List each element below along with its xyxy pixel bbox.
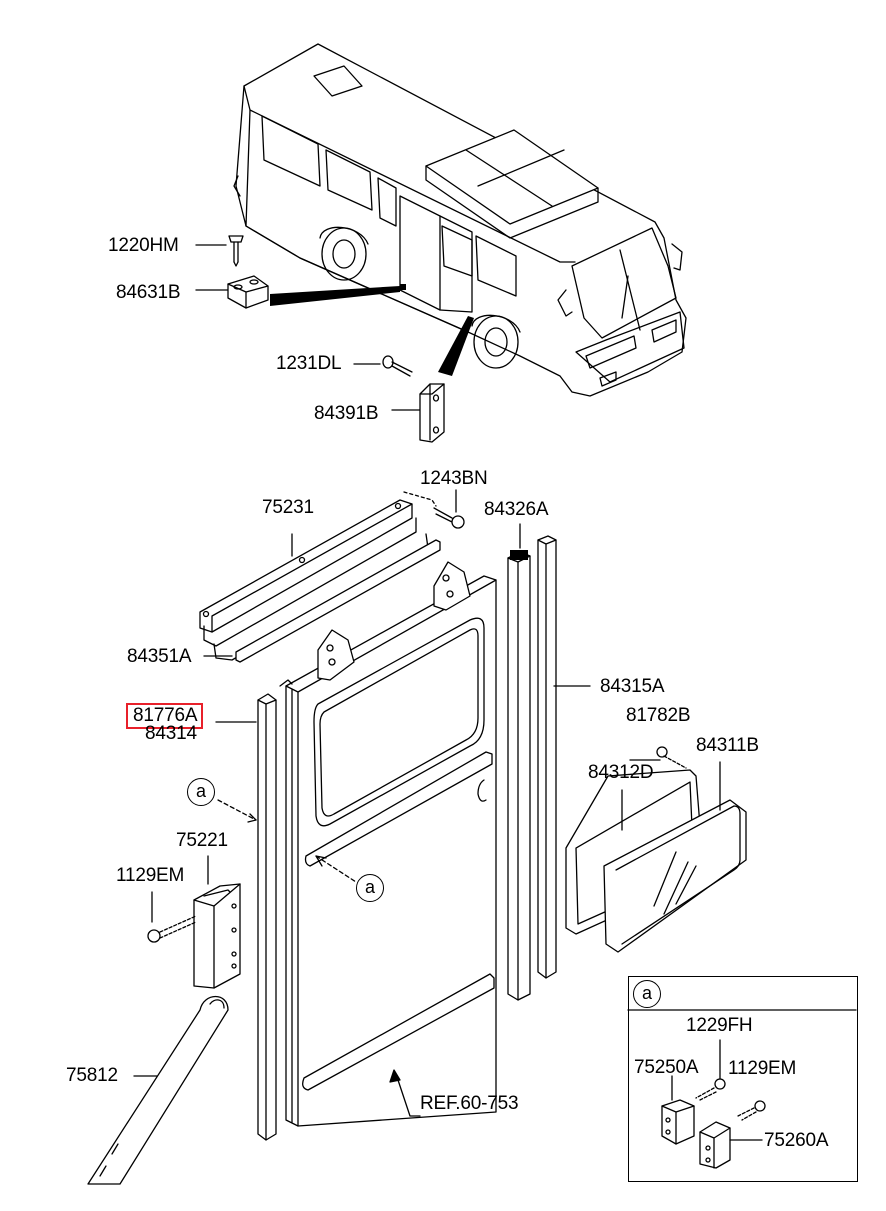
part-label-1220HM[interactable]: 1220HM bbox=[108, 235, 179, 256]
bus-illustration bbox=[233, 43, 687, 397]
part-label-81782B[interactable]: 81782B bbox=[626, 705, 691, 726]
small-parts-top bbox=[195, 235, 445, 443]
inset-part-label-1129EM[interactable]: 1129EM bbox=[728, 1058, 797, 1079]
part-label-1129EM[interactable]: 1129EM bbox=[116, 865, 185, 886]
inset-part-label-75250A[interactable]: 75250A bbox=[634, 1057, 699, 1078]
part-label-1231DL[interactable]: 1231DL bbox=[276, 353, 342, 374]
part-label-84314[interactable]: 84314 bbox=[145, 723, 197, 744]
part-label-84326A[interactable]: 84326A bbox=[484, 499, 549, 520]
part-label-84631B[interactable]: 84631B bbox=[116, 282, 181, 303]
part-label-84391B[interactable]: 84391B bbox=[314, 403, 379, 424]
part-label-75231[interactable]: 75231 bbox=[262, 497, 314, 518]
part-label-75812[interactable]: 75812 bbox=[66, 1065, 118, 1086]
detail-inset bbox=[628, 976, 858, 1182]
inset-marker-a: a bbox=[633, 980, 661, 1008]
inset-part-label-75260A[interactable]: 75260A bbox=[764, 1130, 829, 1151]
callout-marker-a-lower: a bbox=[356, 874, 384, 902]
inset-parts bbox=[661, 1039, 766, 1169]
callout-marker-a-upper: a bbox=[187, 778, 215, 806]
part-label-84315A[interactable]: 84315A bbox=[600, 676, 665, 697]
part-label-84311B[interactable]: 84311B bbox=[696, 735, 759, 756]
part-label-81776A-highlighted[interactable]: 81776A bbox=[126, 703, 204, 729]
reference-label[interactable]: REF.60-753 bbox=[420, 1093, 519, 1114]
part-label-84351A[interactable]: 84351A bbox=[127, 646, 192, 667]
part-label-75221[interactable]: 75221 bbox=[176, 830, 228, 851]
part-label-84312D[interactable]: 84312D bbox=[588, 762, 654, 783]
part-label-1243BN[interactable]: 1243BN bbox=[420, 468, 488, 489]
door-assembly bbox=[87, 489, 747, 1185]
inset-part-label-1229FH[interactable]: 1229FH bbox=[686, 1015, 753, 1036]
